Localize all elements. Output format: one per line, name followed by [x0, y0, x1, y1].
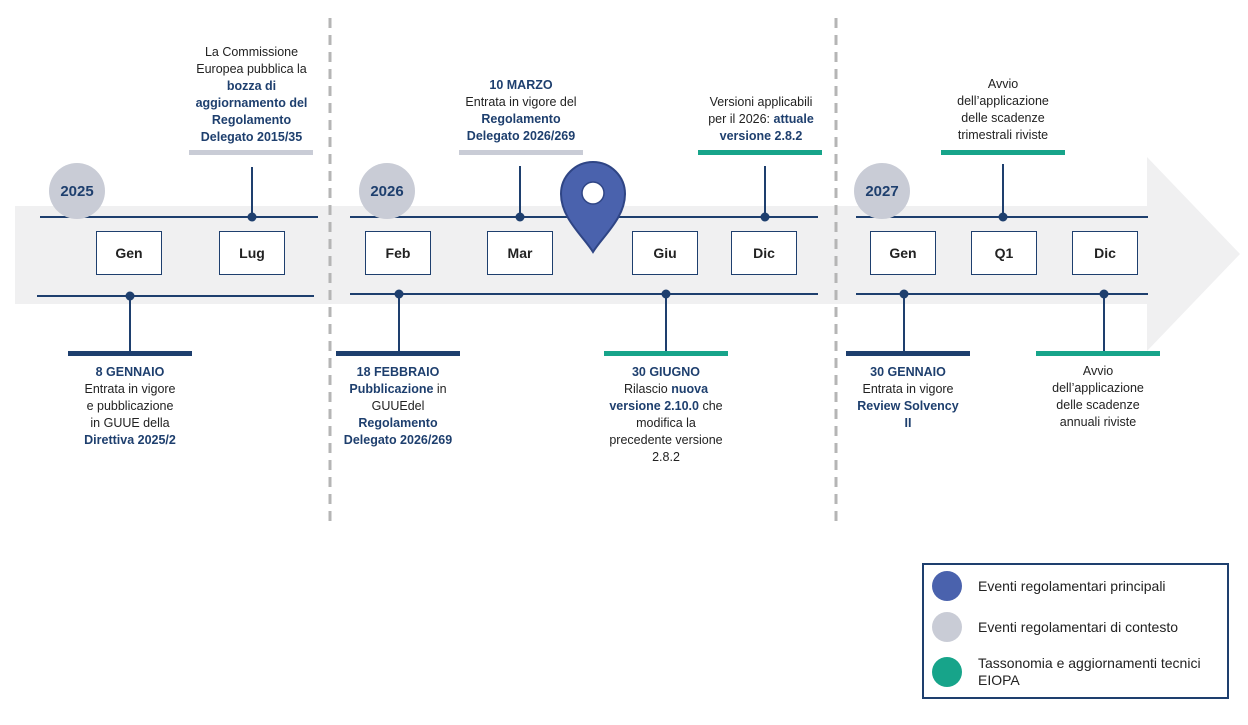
year-badge-2027: 2027 — [854, 163, 910, 219]
main-bar-feb — [336, 351, 460, 356]
legend-technical-dot-icon — [932, 657, 962, 687]
month-box-lug-2025: Lug — [219, 231, 285, 275]
legend-context-dot-icon — [932, 612, 962, 642]
event-text-dic-2026: Versioni applicabili per il 2026: attual… — [708, 95, 814, 143]
event-text-giu-2026: 30 GIUGNO Rilascio nuova versione 2.10.0… — [609, 365, 723, 464]
month-box-q1-2027: Q1 — [971, 231, 1037, 275]
month-box-feb-2026: Feb — [365, 231, 431, 275]
legend-item-main: Eventi regolamentari principali — [932, 571, 1166, 601]
legend-item-context: Eventi regolamentari di contesto — [932, 612, 1178, 642]
event-text-dic-2027: Avvio dell’applicazione delle scadenze a… — [1052, 364, 1144, 429]
year-badge-2026: 2026 — [359, 163, 415, 219]
legend: Eventi regolamentari principali Eventi r… — [922, 563, 1229, 699]
legend-technical-label: Tassonomia e aggiornamenti tecnici EIOPA — [978, 655, 1201, 688]
year-badge-2025: 2025 — [49, 163, 105, 219]
event-text-q1-2027: Avvio dell’applicazione delle scadenze t… — [957, 77, 1049, 142]
legend-main-label: Eventi regolamentari principali — [978, 577, 1166, 594]
context-bar-lug — [189, 150, 313, 155]
month-box-mar-2026: Mar — [487, 231, 553, 275]
context-bar-mar — [459, 150, 583, 155]
month-box-gen-2025: Gen — [96, 231, 162, 275]
event-text-gen-2027: 30 GENNAIO Entrata in vigore Review Solv… — [857, 365, 959, 430]
event-text-mar-2026: 10 MARZO Entrata in vigore del Regolamen… — [465, 78, 577, 143]
timeline-arrow-band — [15, 157, 1240, 351]
technical-bar-giu — [604, 351, 728, 356]
main-bar-gen25 — [68, 351, 192, 356]
month-box-dic-2027: Dic — [1072, 231, 1138, 275]
technical-bar-q1 — [941, 150, 1065, 155]
event-text-lug-2025: La Commissione Europea pubblica la bozza… — [195, 45, 308, 144]
event-text-gen-2025: 8 GENNAIO Entrata in vigore e pubblicazi… — [84, 365, 176, 447]
month-box-gen-2027: Gen — [870, 231, 936, 275]
main-bar-gen27 — [846, 351, 970, 356]
location-pin-icon — [559, 161, 627, 254]
technical-bar-dic27 — [1036, 351, 1160, 356]
technical-bar-dic26 — [698, 150, 822, 155]
month-box-dic-2026: Dic — [731, 231, 797, 275]
legend-main-dot-icon — [932, 571, 962, 601]
legend-item-technical: Tassonomia e aggiornamenti tecnici EIOPA — [932, 655, 1201, 689]
event-text-feb-2026: 18 FEBBRAIO Pubblicazione in GUUEdel Reg… — [343, 365, 453, 447]
legend-context-label: Eventi regolamentari di contesto — [978, 618, 1178, 635]
month-box-giu-2026: Giu — [632, 231, 698, 275]
